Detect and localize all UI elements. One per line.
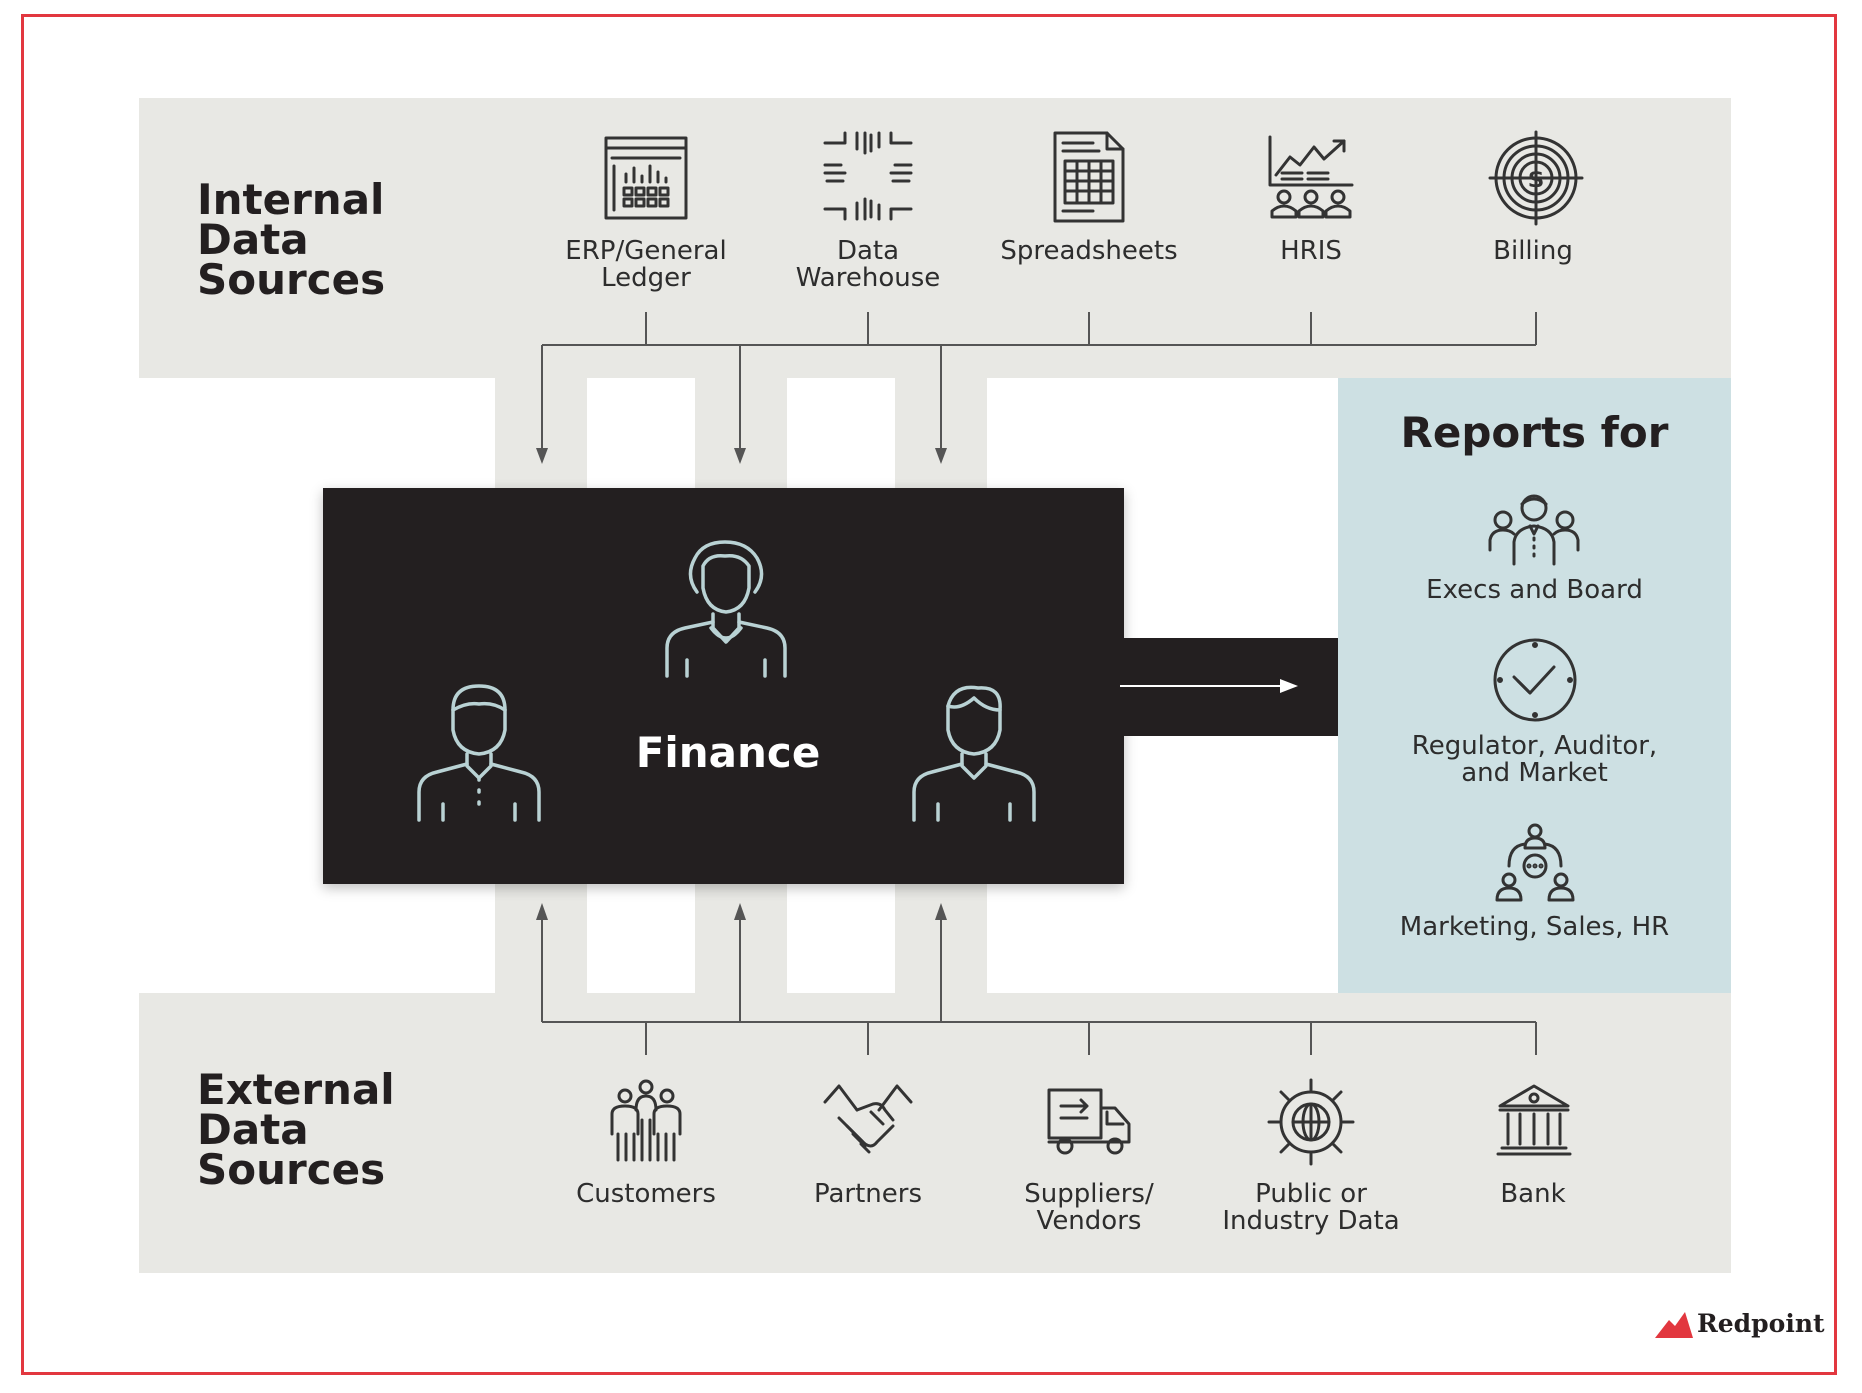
source-label-billing: Billing [1493, 236, 1573, 266]
source-label-partners: Partners [813, 1179, 923, 1209]
source-label-erp: ERP/General Ledger [565, 236, 727, 293]
report-label-regulator: Regulator, Auditor, and Market [1411, 731, 1658, 788]
external-sources-title: External Data Sources [197, 1065, 395, 1194]
external-sources-band [139, 993, 1731, 1273]
brand-name: Redpoint [1697, 1309, 1825, 1338]
delivery-truck-icon [1047, 1088, 1131, 1155]
hris-icon [1268, 135, 1354, 219]
ledger-icon [604, 136, 688, 220]
woman-icon [665, 540, 787, 678]
bank-icon [1496, 1084, 1572, 1156]
reports-title: Reports for [1400, 408, 1669, 457]
redpoint-logo-icon [1655, 1312, 1693, 1338]
man-icon [912, 685, 1036, 822]
customers-icon [610, 1079, 682, 1162]
billing-icon: $ [1488, 130, 1584, 226]
man-icon [417, 684, 541, 822]
source-label-bank: Bank [1500, 1179, 1566, 1209]
handshake-icon [823, 1084, 913, 1154]
internal-sources-title: Internal Data Sources [197, 175, 386, 304]
checkmark-circle-icon [1493, 638, 1577, 722]
internal-sources-band [139, 98, 1731, 378]
source-label-public-data: Public or Industry Data [1222, 1179, 1400, 1236]
source-label-customers: Customers [576, 1179, 716, 1209]
data-warehouse-icon [823, 131, 913, 221]
finance-box [323, 488, 1124, 884]
executives-icon [1488, 494, 1580, 566]
source-label-hris: HRIS [1280, 236, 1342, 266]
svg-text:$: $ [1528, 165, 1545, 193]
report-label-marketing: Marketing, Sales, HR [1399, 912, 1670, 942]
reports-panel [1338, 378, 1731, 993]
source-label-spreadsheets: Spreadsheets [1000, 236, 1178, 266]
globe-icon [1267, 1078, 1355, 1166]
outer-frame [21, 14, 1837, 1375]
team-icon [1495, 823, 1575, 902]
arrow-right-icon [1120, 679, 1298, 693]
source-label-suppliers: Suppliers/ Vendors [1024, 1179, 1154, 1236]
spreadsheet-icon [1053, 131, 1125, 223]
finance-label: Finance [635, 728, 821, 777]
report-label-execs: Execs and Board [1426, 575, 1643, 605]
source-label-data-warehouse: Data Warehouse [795, 236, 941, 293]
